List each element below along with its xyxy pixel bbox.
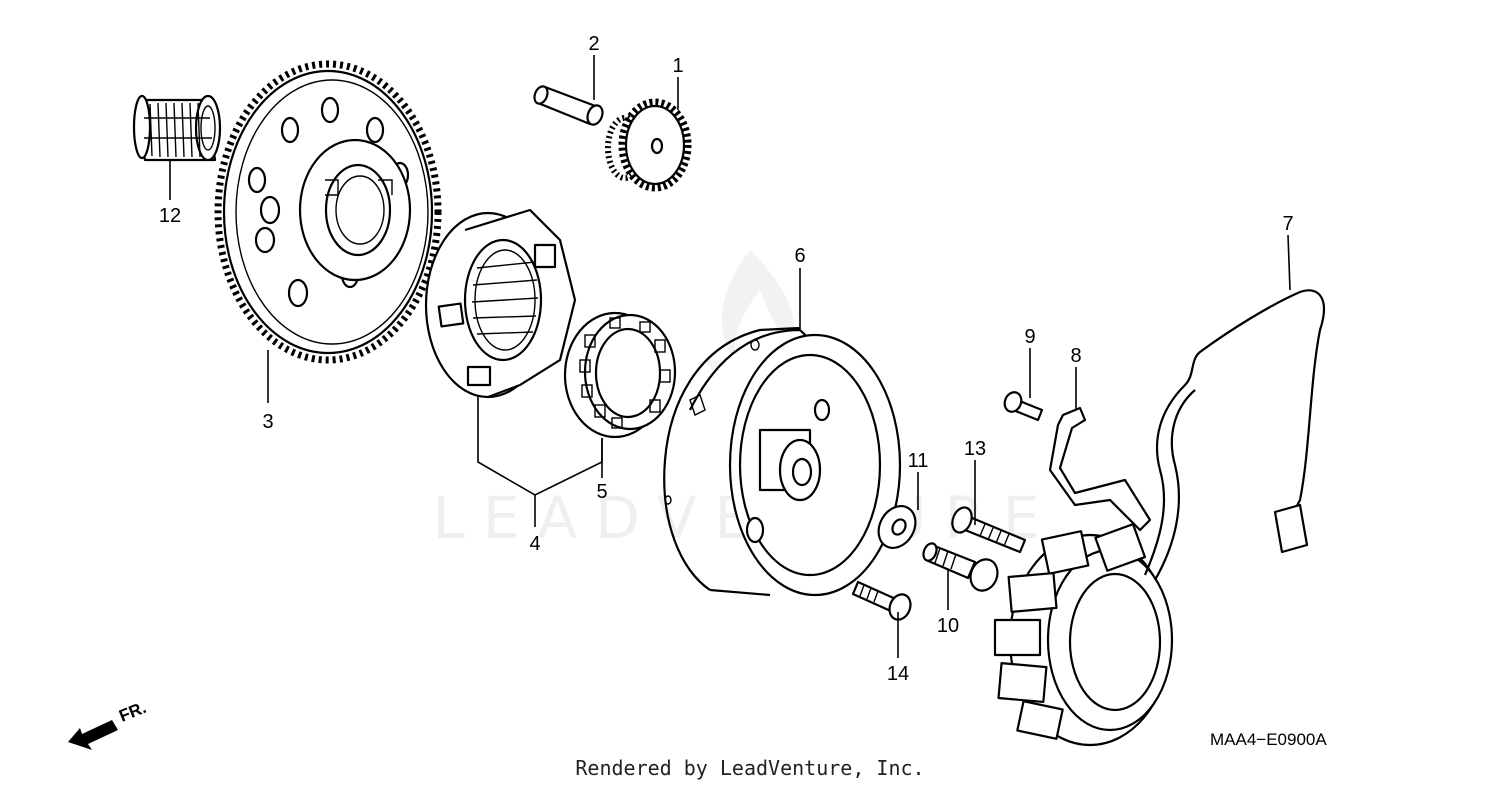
idle-gear-part[interactable] bbox=[605, 98, 692, 192]
one-way-clutch-outer-part[interactable] bbox=[424, 208, 577, 399]
flange-bolt-part[interactable] bbox=[949, 505, 1027, 554]
part-label-1[interactable]: 1 bbox=[672, 55, 683, 77]
part-label-12[interactable]: 12 bbox=[159, 205, 181, 227]
part-label-5[interactable]: 5 bbox=[596, 481, 607, 503]
part-label-14[interactable]: 14 bbox=[887, 663, 909, 685]
front-label: FR. bbox=[116, 698, 149, 726]
part-label-8[interactable]: 8 bbox=[1070, 345, 1081, 367]
part-label-3[interactable]: 3 bbox=[262, 411, 273, 433]
wire-clamp-part[interactable] bbox=[1048, 406, 1152, 532]
front-arrow-icon bbox=[68, 720, 118, 750]
part-label-2[interactable]: 2 bbox=[588, 33, 599, 55]
stator-part[interactable] bbox=[993, 289, 1325, 747]
part-labels: 2 1 12 3 4 5 6 7 8 9 10 11 13 14 bbox=[159, 33, 1294, 685]
part-label-9[interactable]: 9 bbox=[1024, 326, 1035, 348]
small-bolt-part[interactable] bbox=[851, 580, 914, 623]
part-label-4[interactable]: 4 bbox=[529, 533, 540, 555]
front-direction-indicator: FR. bbox=[68, 698, 149, 750]
part-label-13[interactable]: 13 bbox=[964, 438, 986, 460]
needle-bearing-part[interactable] bbox=[132, 94, 222, 162]
flywheel-part[interactable] bbox=[663, 326, 902, 597]
shaft-pin-part[interactable] bbox=[532, 84, 605, 126]
one-way-clutch-part[interactable] bbox=[563, 311, 677, 439]
part-label-10[interactable]: 10 bbox=[937, 615, 959, 637]
leader-lines bbox=[169, 55, 1291, 658]
footer-credit: Rendered by LeadVenture, Inc. bbox=[575, 756, 925, 780]
part-label-6[interactable]: 6 bbox=[794, 245, 805, 267]
starter-driven-gear-part[interactable] bbox=[214, 60, 442, 364]
part-label-11[interactable]: 11 bbox=[908, 450, 929, 472]
clamp-bolt-part[interactable] bbox=[1002, 390, 1044, 422]
hex-bolt-part[interactable] bbox=[921, 541, 1002, 594]
part-label-7[interactable]: 7 bbox=[1282, 213, 1293, 235]
washer-part[interactable] bbox=[871, 499, 922, 554]
diagram-code: MAA4−E0900A bbox=[1210, 730, 1327, 749]
